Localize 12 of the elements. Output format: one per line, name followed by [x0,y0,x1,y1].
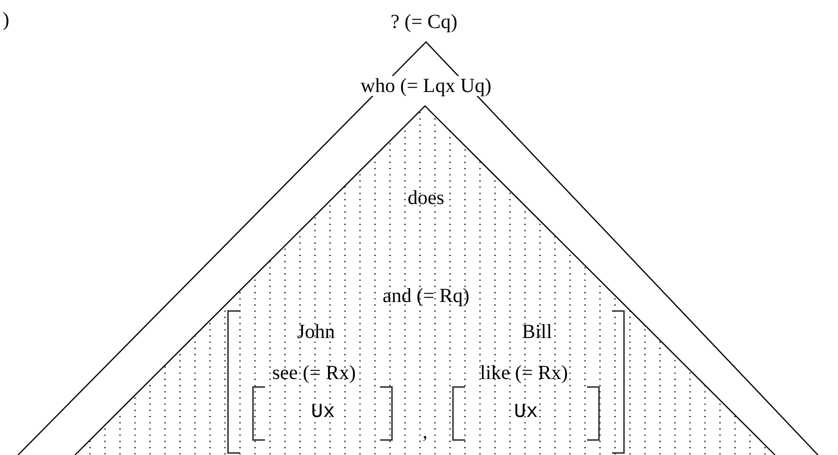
tree-label: ? (= Cq) [390,12,458,32]
tree-label: does [406,188,446,208]
tree-label: who (= Lqx Uq) [358,76,494,96]
tree-label: Ux [310,403,336,423]
tree-label: like (= Rx) [479,363,569,383]
tree-label: Bill [521,322,553,342]
tree-label: and (= Rq) [382,286,470,306]
tree-label: John [296,322,336,342]
tree-label: ) [2,10,10,30]
tree-label: , [422,422,428,442]
tree-label: see (= Rx) [271,363,357,383]
tree-label: Ux [513,403,539,423]
